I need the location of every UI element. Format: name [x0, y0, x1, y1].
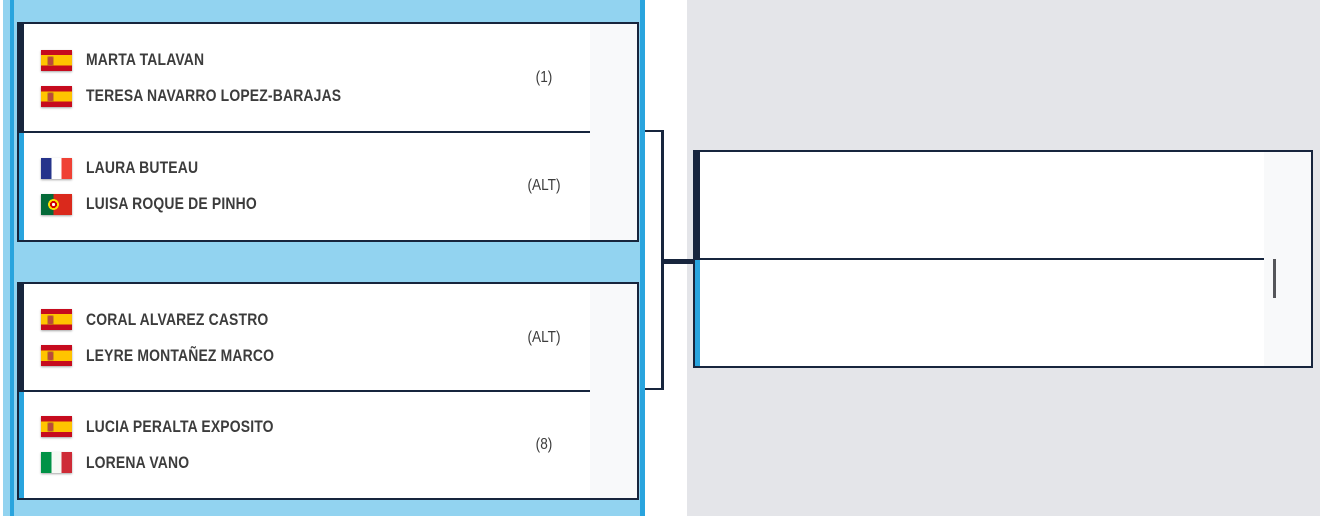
connector-match2-out [645, 388, 662, 390]
connector-to-next-round [661, 259, 693, 264]
player-name: LUCIA PERALTA EXPOSITO [86, 416, 274, 436]
match-card: MARTA TALAVAN TERESA NAVARRO LOPEZ-BARAJ… [17, 22, 639, 242]
player-row: LUISA ROQUE DE PINHO [41, 193, 294, 215]
panel-left-edge-line [10, 0, 14, 516]
match-divider [19, 131, 590, 133]
match-divider [19, 390, 590, 392]
player-row: TERESA NAVARRO LOPEZ-BARAJAS [41, 85, 397, 107]
player-row: MARTA TALAVAN [41, 49, 397, 71]
seed-badge: (8) [535, 435, 553, 453]
team-slot-alt-1[interactable]: LAURA BUTEAU LUISA ROQUE DE PINHO (ALT) [19, 132, 590, 240]
spain-flag-icon [41, 309, 72, 330]
connector-match1-out [645, 130, 662, 132]
team-slot-seed-1[interactable]: MARTA TALAVAN TERESA NAVARRO LOPEZ-BARAJ… [19, 24, 590, 132]
player-name: MARTA TALAVAN [86, 50, 205, 69]
spain-flag-icon [41, 416, 72, 437]
france-flag-icon [41, 157, 72, 179]
score-column [590, 24, 637, 240]
score-column [590, 284, 637, 498]
player-name: LAURA BUTEAU [86, 158, 199, 177]
seed-badge: (1) [535, 69, 553, 86]
score-column [1264, 152, 1311, 366]
seed-badge: (ALT) [527, 177, 561, 194]
match-divider [695, 258, 1264, 260]
seed-badge: (ALT) [527, 328, 561, 346]
spain-flag-icon [41, 345, 72, 366]
team-slot-winner-top[interactable] [695, 152, 1264, 259]
panel-right-edge-line [640, 0, 645, 516]
spain-flag-icon [41, 49, 72, 71]
italy-flag-icon [41, 452, 72, 473]
player-row: CORAL ALVAREZ CASTRO [41, 309, 315, 330]
team-slot-winner-bottom[interactable] [695, 259, 1264, 366]
player-name: LUISA ROQUE DE PINHO [86, 194, 257, 213]
player-row: LUCIA PERALTA EXPOSITO [41, 416, 315, 437]
players-list: LUCIA PERALTA EXPOSITO LORENA VANO [41, 416, 315, 473]
players-list: MARTA TALAVAN TERESA NAVARRO LOPEZ-BARAJ… [41, 49, 397, 107]
player-name: CORAL ALVAREZ CASTRO [86, 309, 269, 329]
player-row: LEYRE MONTAÑEZ MARCO [41, 345, 315, 366]
player-row: LAURA BUTEAU [41, 157, 294, 179]
players-list: CORAL ALVAREZ CASTRO LEYRE MONTAÑEZ MARC… [41, 309, 315, 366]
players-list: LAURA BUTEAU LUISA ROQUE DE PINHO [41, 157, 294, 215]
portugal-flag-icon [41, 193, 72, 215]
player-name: TERESA NAVARRO LOPEZ-BARAJAS [86, 86, 342, 105]
team-slot-alt-2[interactable]: CORAL ALVAREZ CASTRO LEYRE MONTAÑEZ MARC… [19, 284, 590, 391]
team-slot-seed-8[interactable]: LUCIA PERALTA EXPOSITO LORENA VANO (8) [19, 391, 590, 498]
spain-flag-icon [41, 85, 72, 107]
player-row: LORENA VANO [41, 452, 315, 473]
match-card-next-round [693, 150, 1313, 368]
player-name: LORENA VANO [86, 452, 190, 472]
score-cursor-bar [1273, 259, 1276, 298]
match-card: CORAL ALVAREZ CASTRO LEYRE MONTAÑEZ MARC… [17, 282, 639, 500]
player-name: LEYRE MONTAÑEZ MARCO [86, 345, 275, 365]
